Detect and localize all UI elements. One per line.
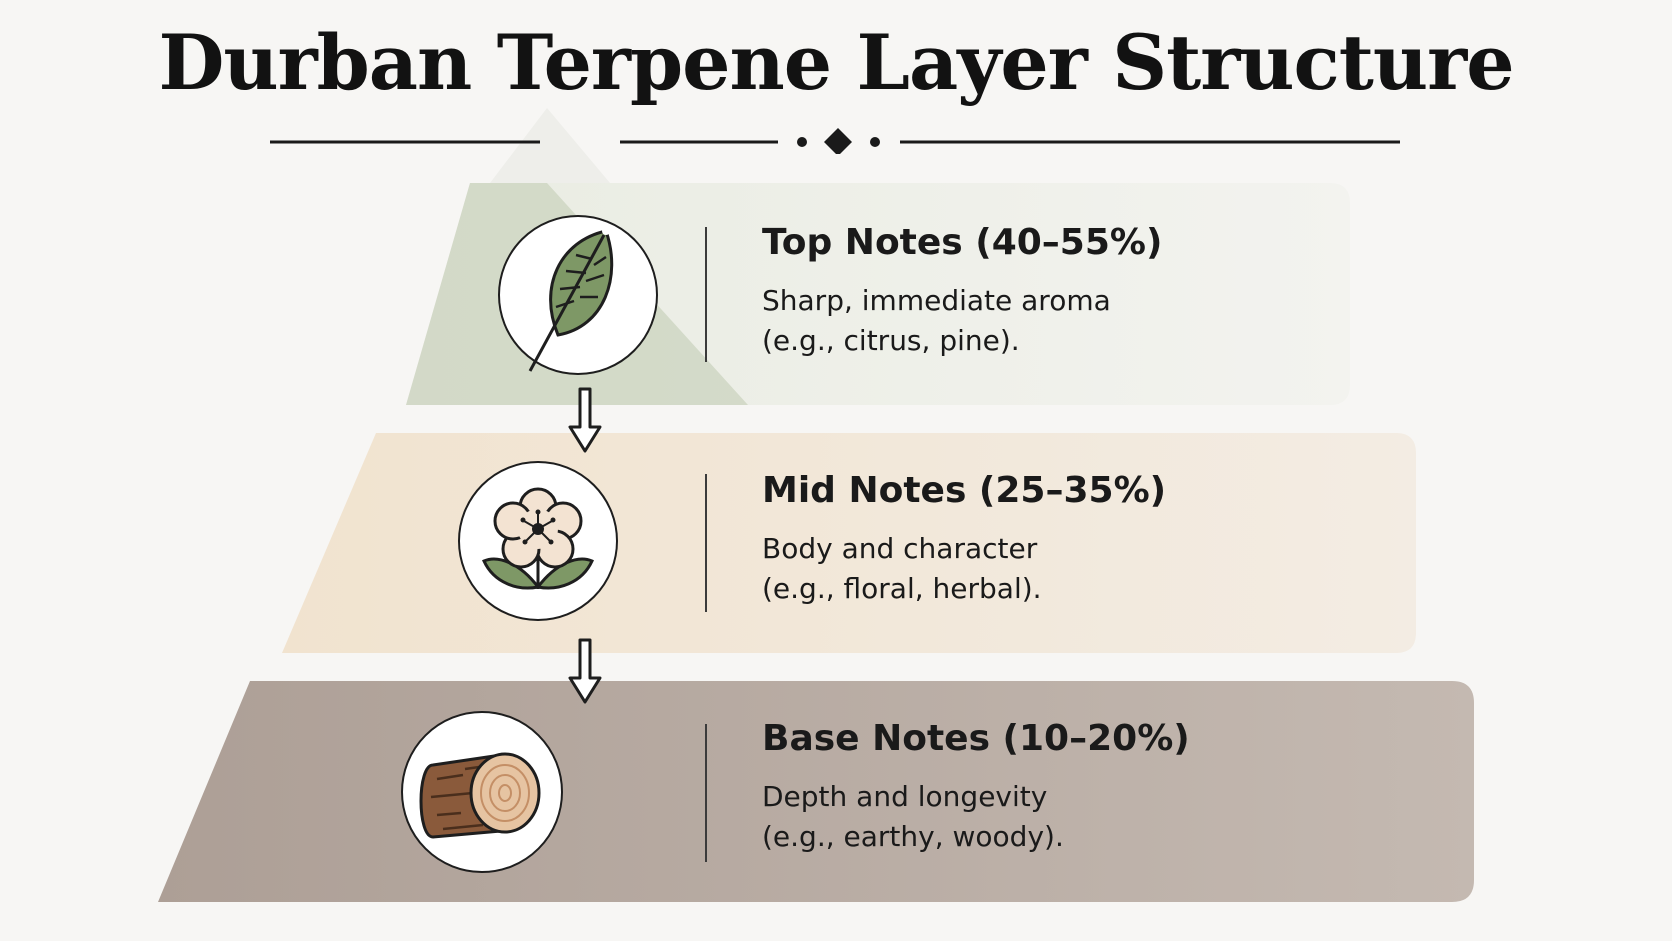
flower-icon [458, 461, 618, 621]
base-notes-title: Base Notes (10–20%) [762, 718, 1190, 759]
mid-notes-desc-2: (e.g., floral, herbal). [762, 572, 1042, 605]
top-notes-desc-1: Sharp, immediate aroma [762, 284, 1111, 317]
title-divider [270, 128, 1400, 154]
top-notes-title: Top Notes (40–55%) [762, 222, 1163, 263]
top-notes-desc-2: (e.g., citrus, pine). [762, 324, 1020, 357]
log-icon [401, 711, 563, 873]
page-title: Durban Terpene Layer Structure [158, 18, 1514, 107]
mid-notes-desc-1: Body and character [762, 532, 1038, 565]
base-notes-divider [705, 724, 707, 862]
mid-notes-divider [705, 474, 707, 612]
down-arrow-icon [568, 638, 602, 704]
mid-notes-text: Mid Notes (25–35%) Body and character (e… [762, 470, 1166, 609]
mid-notes-title: Mid Notes (25–35%) [762, 470, 1167, 511]
base-notes-desc-1: Depth and longevity [762, 780, 1048, 813]
top-notes-divider [705, 227, 707, 362]
base-notes-text: Base Notes (10–20%) Depth and longevity … [762, 718, 1190, 857]
top-notes-text: Top Notes (40–55%) Sharp, immediate arom… [762, 222, 1162, 361]
leaf-icon [498, 215, 658, 375]
base-notes-desc-2: (e.g., earthy, woody). [762, 820, 1064, 853]
pyramid-apex [490, 108, 610, 183]
down-arrow-icon [568, 387, 602, 453]
